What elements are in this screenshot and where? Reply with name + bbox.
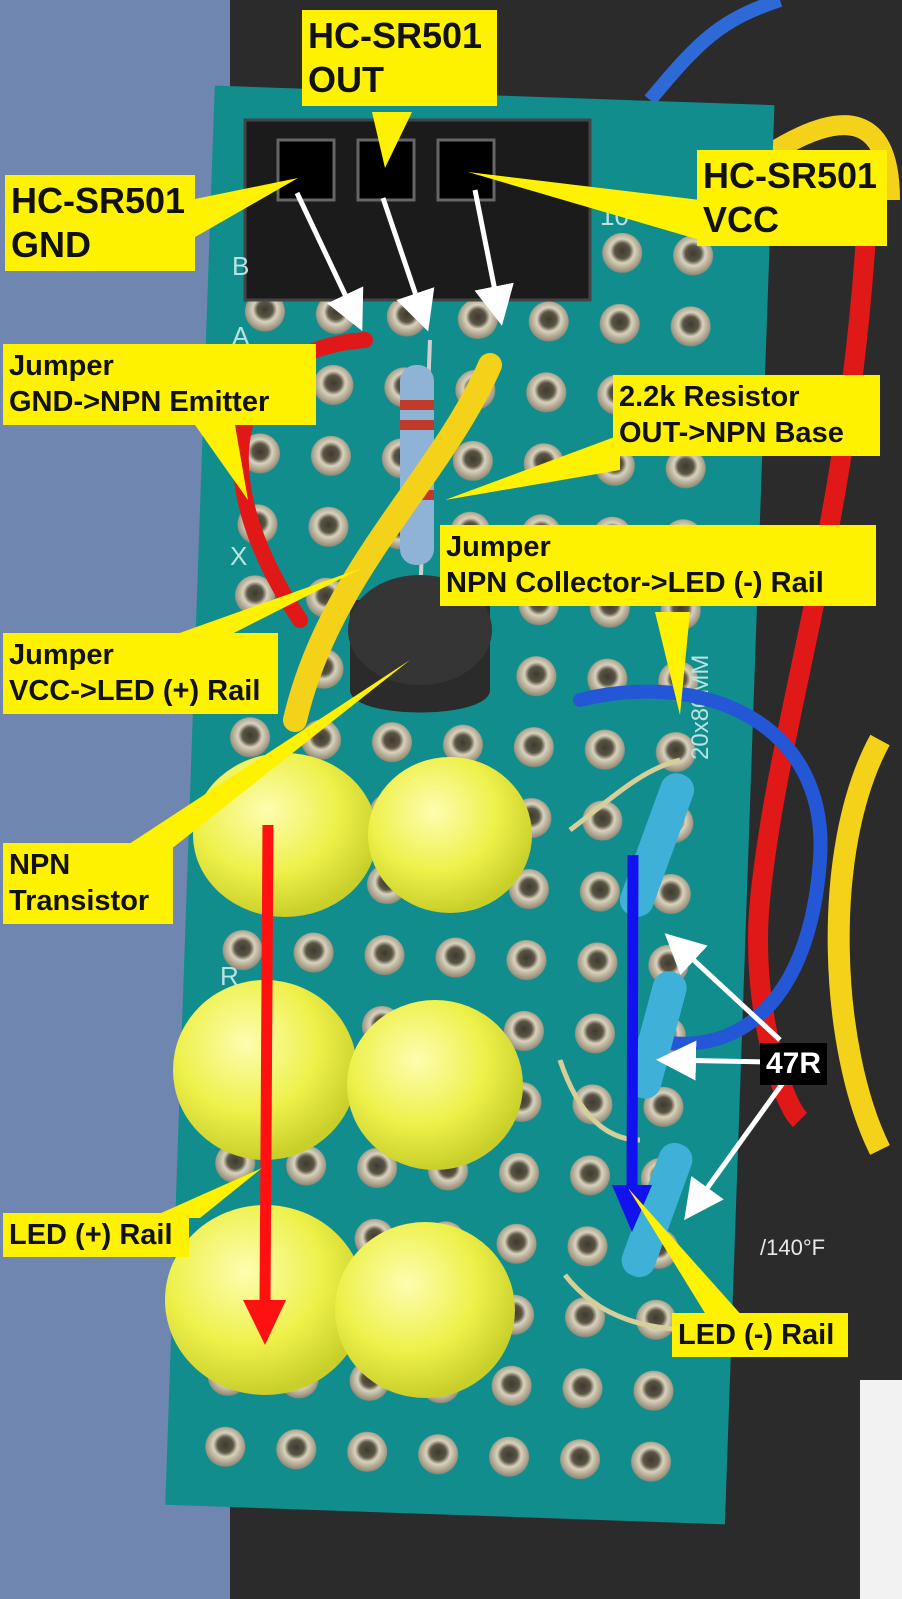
resistor-2k2-band-1	[400, 400, 434, 410]
pointer-sensor-gnd	[190, 178, 298, 240]
label-resistor-base-line-1: 2.2k Resistor	[619, 381, 800, 413]
label-resistor-base-line-2: OUT->NPN Base	[619, 417, 844, 450]
pointer-sensor-vcc	[468, 172, 700, 240]
resistor-47r-lead-1	[568, 757, 681, 832]
label-led-pos-rail-text: LED (+) Rail	[9, 1219, 173, 1251]
row-marking-b: B	[232, 251, 249, 281]
label-sensor-vcc-line-1: HC-SR501	[703, 155, 878, 196]
pointer-jumper-gnd	[195, 425, 248, 500]
pointer-led-neg	[628, 1188, 744, 1318]
pointer-sensor-out	[372, 112, 412, 168]
pointer-jumper-vcc	[160, 568, 362, 640]
label-npn-line-2: Transistor	[9, 885, 150, 918]
pos-rail-arrow	[243, 824, 286, 1345]
label-jumper-collector-line-2: NPN Collector->LED (-) Rail	[446, 567, 824, 600]
arrow-vcc-pin	[472, 189, 514, 326]
arrow-47r-1	[664, 933, 782, 1042]
yellow-wire-right	[754, 115, 900, 201]
label-jumper-collector-line-1: Jumper	[446, 531, 551, 563]
pointer-jumper-collector	[655, 612, 690, 715]
led-2	[368, 757, 532, 913]
red-jumper-wire	[232, 332, 373, 628]
header-slot-1	[276, 138, 336, 202]
led-group	[165, 753, 532, 1398]
pointer-npn	[120, 660, 410, 850]
label-47r: 47R	[760, 1043, 828, 1085]
label-jumper-vcc: Jumper VCC->LED (+) Rail	[3, 633, 278, 714]
pointer-led-pos	[150, 1168, 262, 1218]
row-marking-x: X	[230, 541, 247, 571]
resistor-47r-1	[619, 773, 695, 917]
resistor-47r-3	[621, 1142, 693, 1278]
label-npn-transistor: NPN Transistor	[3, 843, 173, 924]
blue-wire-top	[644, 0, 783, 105]
part-id-marking: 20x80MM	[687, 655, 714, 760]
led-4	[347, 1000, 523, 1170]
resistor-47r-2	[627, 971, 687, 1099]
arrow-out-pin	[380, 197, 435, 332]
temp-marking: /140°F	[760, 1235, 825, 1260]
led-6	[335, 1222, 515, 1398]
label-sensor-vcc-line-2: VCC	[703, 198, 780, 240]
arrow-47r-3	[684, 1078, 788, 1221]
yellow-wire-right-lower	[827, 734, 890, 1155]
row-marking-a: A	[232, 321, 250, 351]
arrow-gnd-pin	[294, 191, 364, 332]
label-sensor-vcc: HC-SR501 VCC	[697, 150, 887, 246]
label-jumper-gnd-line-1: Jumper	[9, 350, 114, 382]
yellow-jumper-wire	[283, 353, 502, 732]
label-sensor-out-line-1: HC-SR501	[308, 15, 483, 56]
label-jumper-gnd-line-2: GND->NPN Emitter	[9, 386, 270, 419]
resistor-2k2-band-2	[400, 420, 434, 430]
row-marking-r: R	[220, 961, 239, 991]
label-jumper-collector: Jumper NPN Collector->LED (-) Rail	[440, 525, 876, 606]
label-sensor-out-line-2: OUT	[308, 58, 384, 100]
label-jumper-vcc-line-2: VCC->LED (+) Rail	[9, 675, 261, 708]
label-sensor-out: HC-SR501 OUT	[302, 10, 497, 106]
label-jumper-vcc-line-1: Jumper	[9, 639, 114, 671]
label-resistor-base: 2.2k Resistor OUT->NPN Base	[613, 375, 880, 456]
header-slot-3	[436, 138, 496, 202]
label-sensor-gnd-line-1: HC-SR501	[11, 180, 186, 221]
led-1	[193, 753, 377, 917]
label-led-neg-rail: LED (-) Rail	[672, 1313, 848, 1358]
label-sensor-gnd: HC-SR501 GND	[5, 175, 195, 271]
arrow-47r-2	[656, 1040, 771, 1081]
pointer-resistor-base	[445, 435, 620, 500]
label-led-pos-rail: LED (+) Rail	[3, 1213, 189, 1258]
label-jumper-gnd: Jumper GND->NPN Emitter	[3, 344, 316, 425]
neg-rail-arrow	[612, 854, 652, 1232]
blue-jumper-wire	[573, 684, 828, 1051]
label-led-neg-rail-text: LED (-) Rail	[678, 1319, 835, 1351]
background-right-strip	[860, 1380, 902, 1599]
label-npn-line-1: NPN	[9, 849, 71, 881]
label-sensor-gnd-line-2: GND	[11, 223, 91, 265]
